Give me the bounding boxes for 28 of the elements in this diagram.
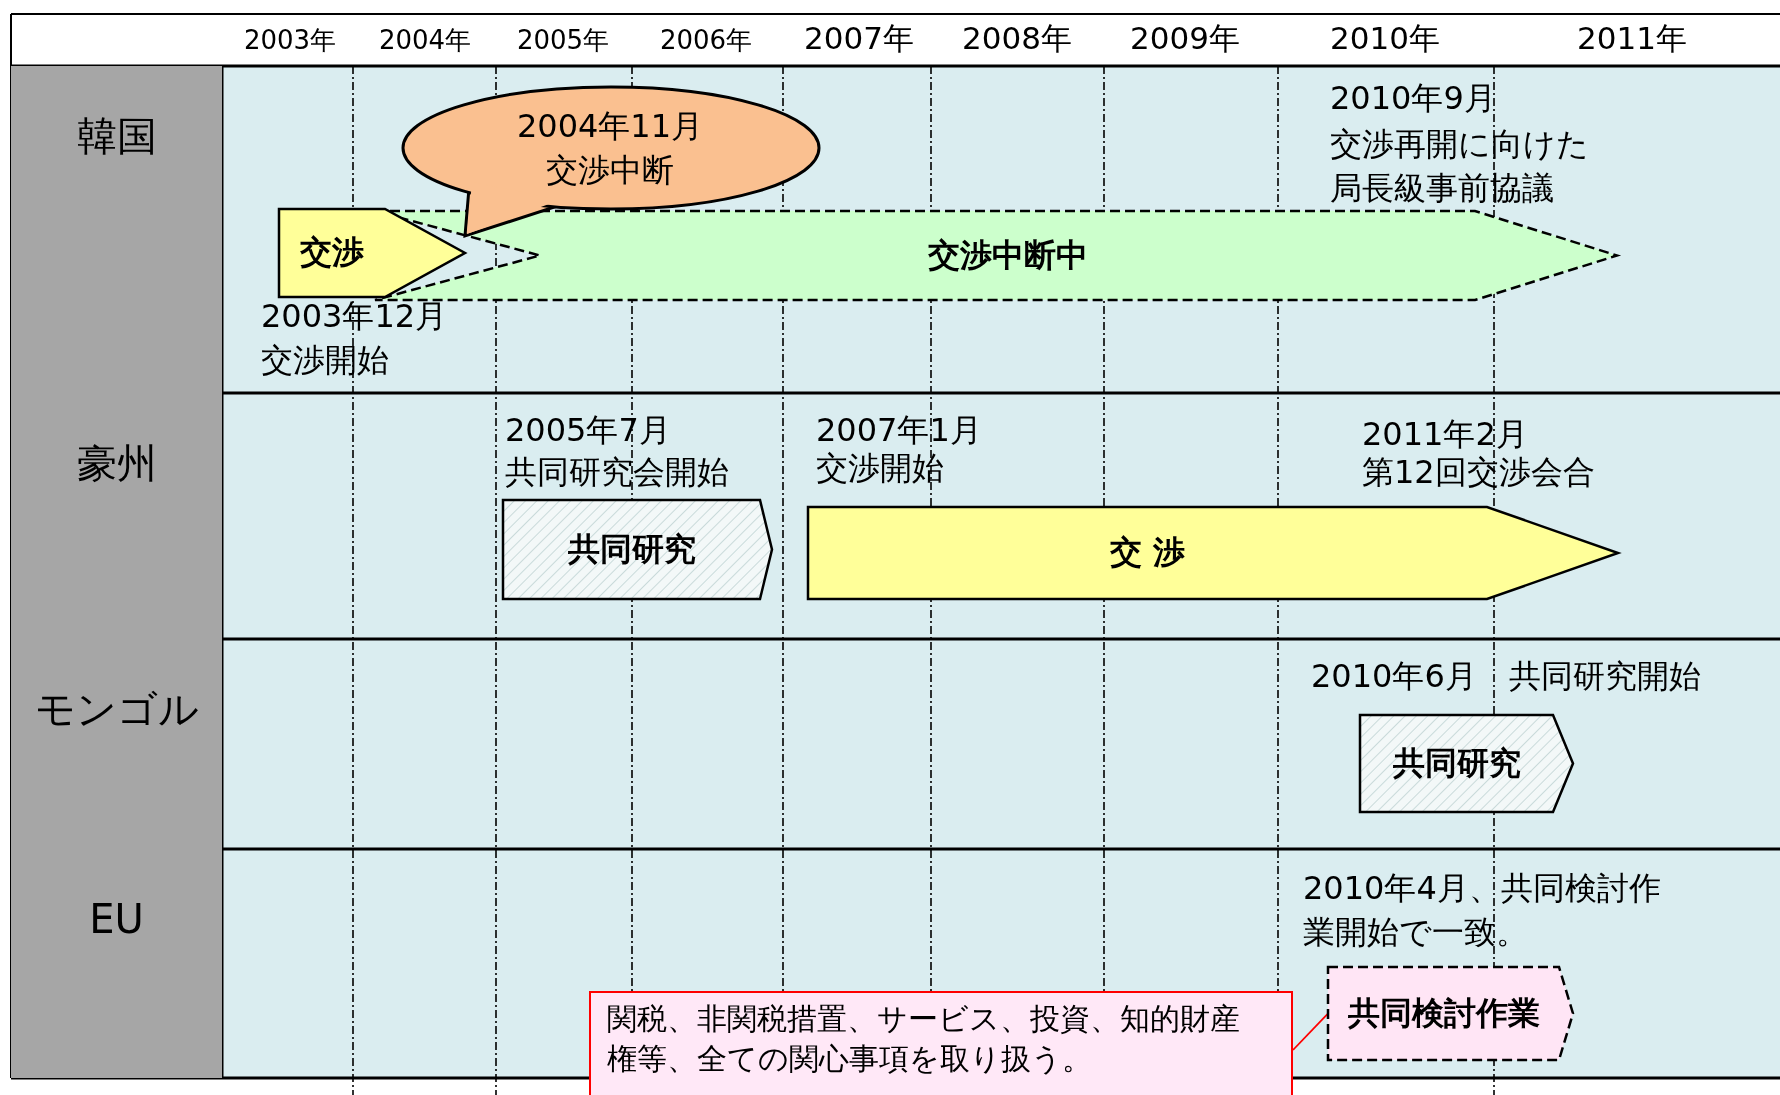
year-label: 2008年 [961,19,1073,58]
leader-line [1292,1012,1329,1051]
year-label: 2003年 [242,24,338,57]
annotation-text: 2010年9月 [1330,78,1496,118]
annotation-text: 交渉開始 [816,448,944,488]
row-header: 豪州 [11,393,222,639]
year-label: 2011年 [1576,19,1688,58]
year-label: 2005年 [515,24,611,57]
year-label: 2006年 [658,24,754,57]
annotation-text: 2010年6月 共同研究開始 [1311,656,1701,696]
annotation-text: 第12回交渉会合 [1362,452,1595,492]
row-header: 韓国 [11,66,222,393]
year-label: 2009年 [1129,19,1241,58]
annotation-text: 交渉開始 [261,340,389,380]
arrow-bar: 共同検討作業 [1328,967,1573,1060]
row-header: モンゴル [11,639,222,849]
annotation-text: 2010年4月、共同検討作業開始で一致。 [1303,868,1662,953]
year-label: 2007年 [803,19,915,58]
annotation-text: 共同研究会開始 [505,452,729,492]
year-label: 2004年 [377,24,473,57]
annotation-text: 2011年2月 [1362,414,1528,454]
annotation-text: 2007年1月 [816,410,982,450]
annotation-text: 交渉再開に向けた局長級事前協議 [1330,124,1590,209]
year-label: 2010年 [1329,19,1441,58]
arrow-bar: 共同研究 [1360,715,1573,812]
row-header: EU [11,849,222,1078]
annotation-text: 2005年7月 [505,410,671,450]
arrow-bar: 共同研究 [503,500,772,599]
